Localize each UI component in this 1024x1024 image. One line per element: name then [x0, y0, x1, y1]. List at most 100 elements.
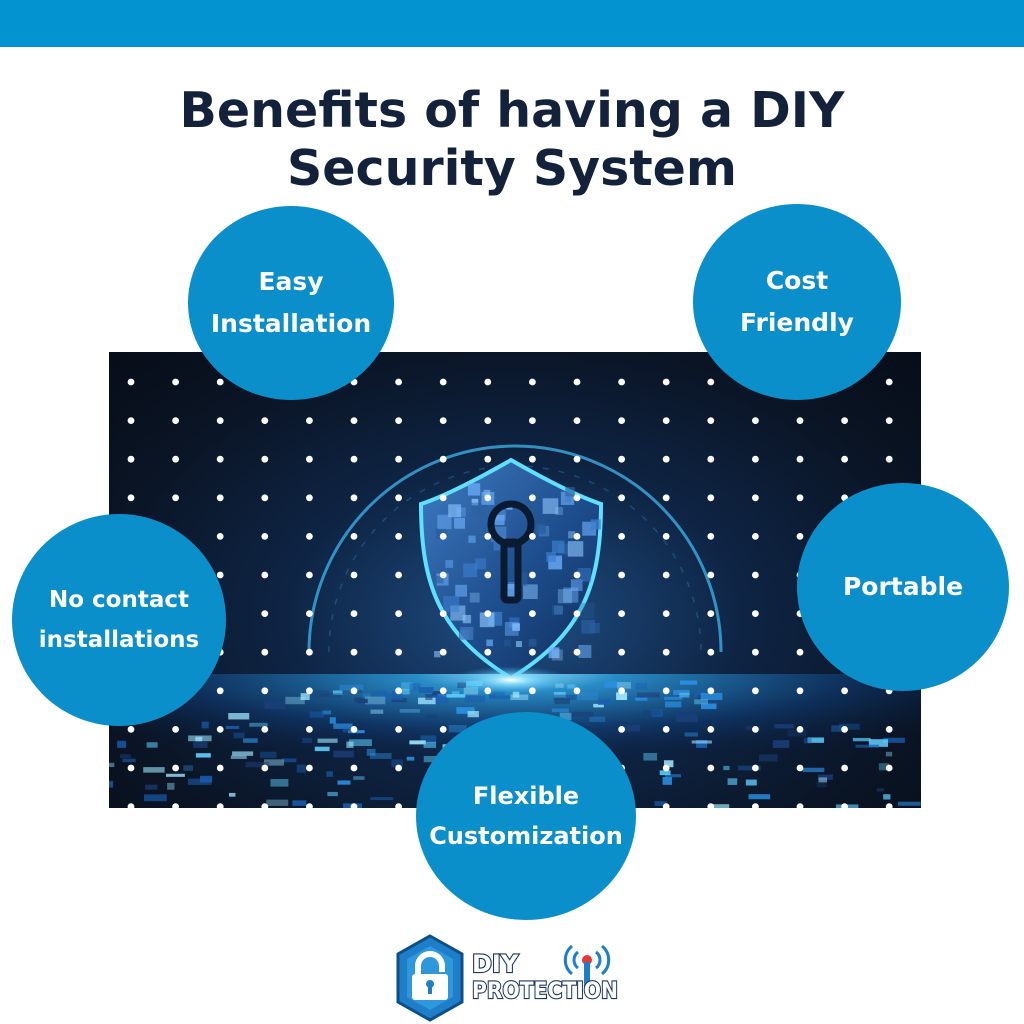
grid-dot [261, 571, 269, 579]
grid-dot [662, 571, 670, 579]
grid-dot [172, 803, 179, 808]
grid-dot [484, 571, 492, 579]
floor-tile [245, 761, 270, 768]
floor-tile [327, 791, 338, 797]
grid-dot [395, 648, 402, 656]
shield-pixel [512, 623, 520, 631]
grid-dot [306, 455, 313, 463]
floor-tile [342, 727, 355, 733]
grid-dot [261, 726, 269, 733]
floor-tile [665, 774, 681, 778]
page-title-line-2: Security System [287, 140, 737, 197]
grid-dot [395, 455, 402, 463]
floor-tile [358, 698, 368, 704]
floor-tile [723, 765, 730, 771]
grid-dot [885, 417, 893, 424]
grid-dot [573, 417, 581, 424]
floor-tile [425, 714, 437, 719]
shield-pixel [528, 638, 537, 647]
floor-tile [831, 725, 844, 732]
grid-dot [261, 610, 269, 617]
security-hero-image [109, 352, 921, 808]
floor-tile [489, 695, 513, 700]
shield-pixel [479, 612, 495, 628]
shield-pixel [555, 507, 563, 515]
grid-dot [350, 533, 358, 540]
grid-dot [350, 726, 358, 733]
grid-dot [752, 803, 759, 808]
grid-dot [707, 455, 715, 463]
grid-dot [439, 533, 447, 540]
shield-pixel [434, 650, 441, 658]
shield-pixel [493, 541, 503, 551]
grid-dot [841, 764, 848, 772]
floor-tile [109, 781, 113, 787]
grid-dot [216, 803, 224, 808]
floor-tile [225, 725, 240, 729]
shield-pixel [537, 523, 546, 532]
grid-dot [796, 687, 804, 695]
floor-tile [679, 680, 698, 685]
floor-tile [370, 753, 392, 759]
floor-tile [365, 696, 386, 705]
floor-tile [420, 735, 437, 743]
floor-tile [604, 681, 619, 688]
floor-tile [270, 779, 289, 787]
grid-dot [707, 533, 715, 540]
floor-tile [637, 692, 660, 698]
grid-dot [172, 726, 179, 733]
floor-tile [143, 767, 165, 773]
shield-pixel [570, 579, 583, 591]
grid-dot [841, 687, 848, 695]
grid-dot [306, 726, 313, 733]
floor-tile [463, 686, 479, 695]
floor-tile [183, 765, 193, 771]
shield-pixel [504, 639, 511, 647]
grid-dot [216, 726, 224, 733]
shield-pixel [448, 504, 462, 518]
floor-tile [167, 782, 175, 790]
floor-tile [876, 788, 885, 792]
grid-dot [306, 648, 313, 656]
floor-tile [738, 765, 761, 771]
floor-tile [418, 687, 434, 693]
grid-dot [707, 571, 715, 579]
floor-tile [362, 693, 371, 698]
grid-dot [350, 764, 358, 772]
grid-dot [752, 455, 759, 463]
shield-pixel [471, 502, 486, 517]
grid-dot [707, 494, 715, 502]
grid-dot [573, 533, 581, 540]
floor-tile [773, 740, 790, 748]
grid-dot [127, 455, 135, 463]
grid-dot [172, 764, 179, 772]
shield-pixel [546, 552, 557, 563]
floor-tile [700, 692, 723, 701]
floor-tile [567, 684, 576, 689]
grid-dot [306, 417, 313, 424]
grid-dot [484, 610, 492, 617]
benefit-label: Flexible [472, 782, 580, 810]
floor-tile [635, 697, 648, 701]
grid-dot [127, 803, 135, 808]
shield-pixel [495, 510, 507, 521]
grid-dot [395, 687, 402, 695]
grid-dot [484, 494, 492, 502]
grid-dot [662, 533, 670, 540]
floor-tile [332, 690, 343, 695]
grid-dot [395, 610, 402, 617]
grid-dot [529, 610, 536, 617]
logo-text-line-1: DIY [472, 950, 519, 978]
floor-tile [589, 716, 606, 722]
floor-tile [663, 760, 674, 768]
shield-pixel [557, 589, 573, 604]
benefit-label: Easy [258, 267, 324, 296]
floor-tile [146, 742, 158, 748]
grid-dot [752, 687, 759, 695]
grid-dot [662, 726, 670, 733]
grid-dot [216, 571, 224, 579]
grid-dot [127, 494, 135, 502]
benefit-label: Friendly [740, 308, 854, 337]
shield-pixel [443, 596, 460, 612]
grid-dot [172, 494, 179, 502]
